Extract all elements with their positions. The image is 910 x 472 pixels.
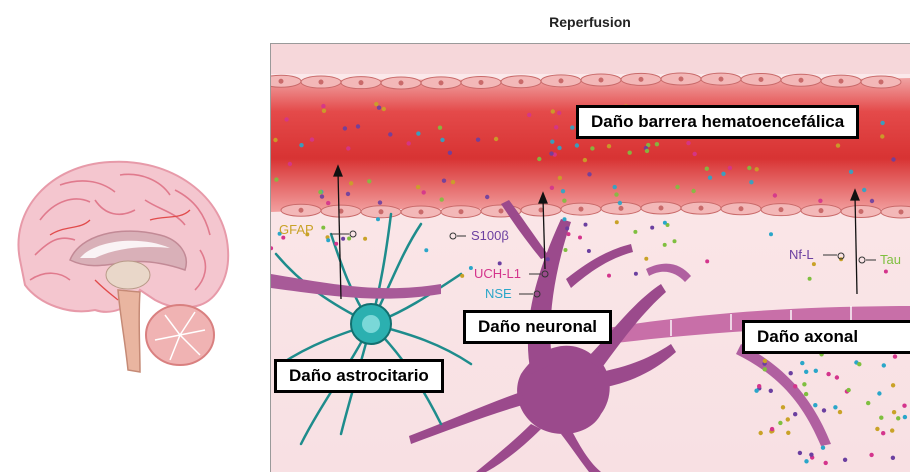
callout-axonal-damage: Daño axonal xyxy=(742,320,910,354)
endothelial-cell xyxy=(881,206,910,218)
brain-illustration xyxy=(0,140,240,400)
callout-neuronal-damage: Daño neuronal xyxy=(463,310,612,344)
callout-bbb-damage: Daño barrera hematoencefálica xyxy=(576,105,859,139)
marker-gfap-label: GFAP xyxy=(279,222,314,237)
figure-title: Reperfusion xyxy=(270,14,910,30)
callout-astrocyte-damage: Daño astrocitario xyxy=(274,359,444,393)
reperfusion-panel: GFAP S100β UCH-L1 NSE Nf-L Tau Daño barr… xyxy=(270,43,910,472)
marker-nfl-label: Nf-L xyxy=(789,247,814,262)
marker-tau-label: Tau xyxy=(880,252,901,267)
blood-vessel xyxy=(271,78,910,212)
marker-nse-label: NSE xyxy=(485,286,512,301)
endothelial-cell xyxy=(271,75,301,87)
marker-s100b-label: S100β xyxy=(471,228,509,243)
marker-uchl1-label: UCH-L1 xyxy=(474,266,521,281)
